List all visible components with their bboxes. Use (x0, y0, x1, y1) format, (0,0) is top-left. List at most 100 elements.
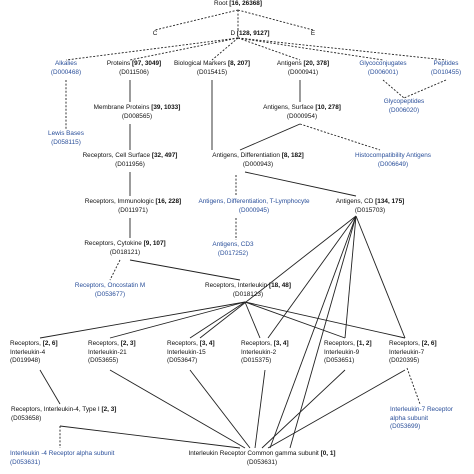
node-il7-count: [2, 6] (421, 340, 437, 347)
node-il4alpha: Interleukin -4 Receptor alpha subunit (D… (10, 450, 114, 467)
node-c-label: C (152, 30, 158, 37)
edge-reccyto-oncostatin (109, 259, 121, 281)
node-histo-label: Histocompatibility Antigens (354, 152, 432, 159)
node-antdiff-count: [8, 182] (281, 152, 304, 159)
node-biomarkers-label: Biological Markers (173, 60, 227, 67)
edge-antdiff-antcd (244, 171, 357, 197)
node-gamma-count: [0, 1] (320, 450, 336, 457)
node-gamma: Interleukin Receptor Common gamma subuni… (188, 450, 335, 467)
node-il7: Receptors, [2, 6] Interleukin-7 (D020395… (389, 340, 437, 366)
node-lewis-label: Lewis Bases (48, 130, 84, 137)
node-antigens-code: (D000941) (287, 68, 319, 76)
node-recil-label: Receptors, Interleukin (205, 282, 268, 289)
edge-il15-gamma (189, 369, 251, 449)
edge-d-alkalies (65, 37, 239, 61)
edge-il7-il7alpha (406, 367, 421, 405)
node-recimmuno-count: [16, 228] (155, 198, 182, 205)
node-histo-code: (D006649) (377, 160, 409, 168)
node-antigens-label: Antigens (276, 60, 302, 67)
node-il4: Receptors, [2, 6] Interleukin-4 (D019948… (10, 340, 58, 366)
node-antcd-count: [134, 175] (375, 198, 405, 205)
node-il21-label: Receptors, (88, 340, 119, 347)
node-peptides-code: (D010455) (430, 68, 462, 76)
node-il9-label: Receptors, (324, 340, 355, 347)
node-biomarkers-code: (D015415) (196, 68, 228, 76)
edge-antcd-il9 (344, 215, 357, 339)
node-membrane: Membrane Proteins [39, 1033] (D008565) (94, 104, 181, 121)
node-lewis-code: (D058115) (51, 138, 81, 146)
node-membrane-code: (D008565) (121, 112, 153, 120)
node-antsurface-label: Antigens, Surface (263, 104, 314, 111)
node-peptides: Peptides (D010455) (431, 60, 461, 77)
node-il4t1: Receptors, Interleukin-4, Type I [2, 3] … (11, 406, 116, 423)
node-glycopeptides-code: (D006020) (388, 106, 420, 114)
node-d-label: D (230, 30, 236, 37)
node-il9: Receptors, [1, 2] Interleukin-9 (D053651… (324, 340, 372, 366)
node-il9-label2: Interleukin-9 (324, 348, 360, 356)
node-proteins-code: (D011506) (119, 68, 149, 76)
node-oncostatin: Receptors, Oncostatin M (D053677) (75, 282, 145, 299)
node-peptides-label: Peptides (433, 60, 459, 67)
node-recsurface-code: (D011956) (115, 160, 145, 168)
edge-recil-il2 (244, 301, 261, 339)
node-il21-label2: Interleukin-21 (88, 348, 127, 356)
node-glycopeptides-label: Glycopeptides (383, 98, 425, 105)
node-antsurface: Antigens, Surface [10, 278] (D000954) (263, 104, 341, 121)
node-d-count: [128, 9127] (236, 30, 270, 37)
edge-recil-il4 (39, 301, 246, 339)
edge-il7-gamma (267, 369, 406, 449)
edge-antcd-il2 (267, 215, 357, 339)
edge-il9-gamma (261, 369, 346, 449)
node-lewis: Lewis Bases (D058115) (48, 130, 84, 147)
node-il7-label2: Interleukin-7 (389, 348, 425, 356)
edge-glycoconj-glycopep (382, 79, 405, 99)
node-oncostatin-code: (D053677) (94, 290, 126, 298)
node-recimmuno-label: Receptors, Immunologic (84, 198, 154, 205)
edge-d-proteins (129, 37, 239, 61)
node-alkalies-code: (D000468) (50, 68, 82, 76)
node-recsurface: Receptors, Cell Surface [32, 497] (D0119… (83, 152, 178, 169)
node-antcd: Antigens, CD [134, 175] (D015703) (336, 198, 405, 215)
node-il4-count: [2, 6] (42, 340, 58, 347)
node-il7alpha-code: (D053699) (390, 423, 421, 431)
edge-d-biomarkers (211, 37, 239, 61)
node-antcd3-label: Antigens, CD3 (212, 241, 254, 248)
node-recil: Receptors, Interleukin [18, 48] (D018123… (205, 282, 291, 299)
node-il15-code: (D053647) (167, 357, 198, 365)
node-reccyto: Receptors, Cytokine [9, 107] (D018121) (84, 240, 165, 257)
edge-il4t1-gamma (59, 425, 241, 449)
node-il7-label: Receptors, (389, 340, 420, 347)
edge-recil-il9 (244, 301, 346, 339)
node-biomarkers-count: [8, 207] (227, 60, 251, 67)
node-il15-count: [3, 4] (199, 340, 215, 347)
node-antdifft-label: Antigens, Differentiation, T-Lymphocyte (198, 198, 310, 205)
node-glycopeptides: Glycopeptides (D006020) (384, 98, 425, 115)
node-antcd3-code: (D017252) (217, 249, 249, 257)
node-membrane-count: [39, 1033] (151, 104, 181, 111)
node-alkalies-label: Alkalies (54, 60, 78, 67)
node-proteins-label: Proteins (106, 60, 131, 67)
node-recil-code: (D018123) (232, 290, 264, 298)
node-proteins-count: [97, 3049] (132, 60, 162, 67)
node-il7alpha: Interleukin-7 Receptor alpha subunit (D0… (390, 406, 453, 432)
node-antcd3: Antigens, CD3 (D017252) (212, 241, 253, 258)
edge-recil-il7 (244, 301, 406, 339)
edge-antcd-gamma-2 (289, 215, 357, 449)
node-recil-count: [18, 48] (268, 282, 291, 289)
edge-antsurface-antdiff (239, 123, 301, 151)
node-reccyto-code: (D018121) (109, 248, 141, 256)
node-antcd-label: Antigens, CD (335, 198, 374, 205)
node-il2-label: Receptors, (241, 340, 272, 347)
node-il21-count: [2, 3] (120, 340, 136, 347)
node-il21: Receptors, [2, 3] Interleukin-21 (D05365… (88, 340, 136, 366)
node-glycoconjugates-code: (D006001) (367, 68, 399, 76)
node-e-label: E (310, 30, 316, 37)
edge-il21-gamma (109, 369, 246, 449)
node-il4-label2: Interleukin-4 (10, 348, 46, 356)
node-recimmuno-code: (D011971) (118, 206, 148, 214)
node-il4alpha-label: Interleukin -4 Receptor alpha subunit (10, 450, 115, 457)
node-il4t1-label: Receptors, Interleukin-4, Type I (11, 406, 100, 413)
node-recsurface-label: Receptors, Cell Surface (82, 152, 151, 159)
